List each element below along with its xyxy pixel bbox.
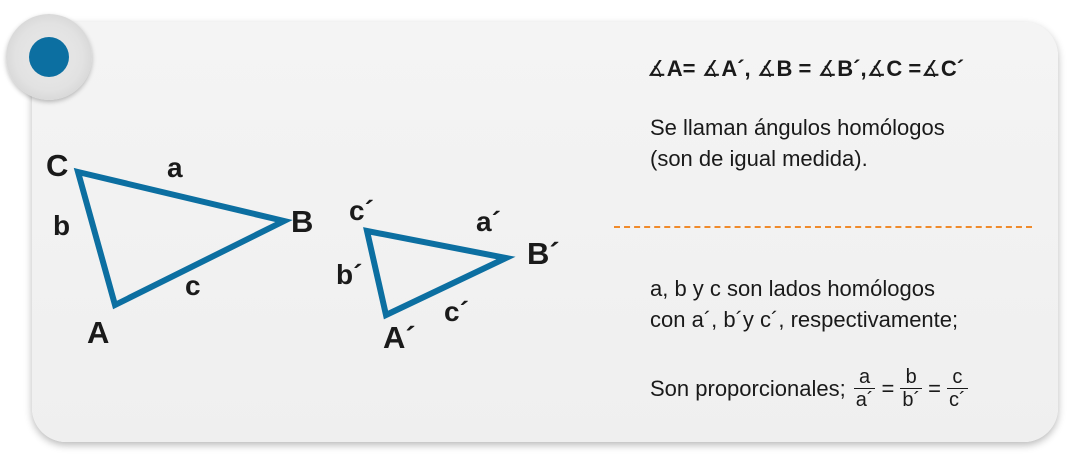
triangles-diagram bbox=[73, 167, 516, 320]
angle-c-left: C = bbox=[886, 56, 922, 81]
dot-icon bbox=[29, 37, 69, 77]
angle-b-right: B´, bbox=[837, 56, 867, 81]
small-vertex-a-label: A´ bbox=[383, 320, 416, 355]
vertex-a-label: A bbox=[87, 315, 110, 350]
fraction-b-num: b bbox=[905, 366, 917, 388]
content-card bbox=[32, 22, 1058, 442]
sides-line-2: con a´, b´y c´, respectivamente; bbox=[650, 307, 959, 332]
angle-icon: ∡ bbox=[817, 56, 838, 81]
equals-sign: = bbox=[928, 375, 941, 401]
side-a-label: a bbox=[167, 152, 183, 183]
small-side-b-label: b´ bbox=[336, 259, 363, 290]
small-side-a-label: a´ bbox=[476, 206, 501, 237]
angle-equalities: ∡A= ∡A´, ∡B = ∡B´,∡C =∡C´ bbox=[647, 56, 964, 82]
fraction-c: c c´ bbox=[947, 366, 968, 411]
sides-description: a, b y c son lados homólogos con a´, b´y… bbox=[650, 273, 958, 335]
fraction-a-den: a´ bbox=[853, 388, 876, 411]
vertex-c-label: C bbox=[46, 148, 69, 183]
side-b-label: b bbox=[53, 210, 71, 241]
small-side-c-label: c´ bbox=[444, 296, 469, 327]
side-c-label: c bbox=[185, 270, 201, 301]
angle-icon: ∡ bbox=[921, 56, 941, 81]
angle-icon: ∡ bbox=[701, 56, 722, 81]
angle-b-left: B = bbox=[776, 56, 812, 81]
fraction-a-num: a bbox=[859, 366, 871, 388]
angles-line-1: Se llaman ángulos homólogos bbox=[650, 115, 945, 140]
small-vertex-c-label: c´ bbox=[349, 195, 374, 226]
ratio-label: Son proporcionales; bbox=[650, 375, 846, 401]
proportion-row: Son proporcionales; a a´ = b b´ = c c´ bbox=[650, 366, 970, 411]
small-vertex-b-label: B´ bbox=[527, 236, 560, 271]
small-triangle bbox=[363, 227, 516, 320]
big-triangle bbox=[73, 167, 293, 310]
angle-icon: ∡ bbox=[647, 56, 667, 81]
fraction-c-den: c´ bbox=[947, 388, 968, 411]
angle-a-right: A´, bbox=[721, 56, 751, 81]
fraction-b-den: b´ bbox=[900, 388, 923, 411]
angle-icon: ∡ bbox=[756, 56, 777, 81]
angle-icon: ∡ bbox=[866, 56, 887, 81]
sides-line-1: a, b y c son lados homólogos bbox=[650, 276, 935, 301]
angles-line-2: (son de igual medida). bbox=[650, 146, 868, 171]
blue-dot-badge-icon bbox=[6, 14, 92, 100]
fraction-a: a a´ bbox=[853, 366, 876, 411]
dashed-divider bbox=[614, 226, 1032, 228]
equals-sign: = bbox=[881, 375, 895, 401]
angle-c-right: C´ bbox=[940, 56, 965, 81]
fraction-b: b b´ bbox=[900, 366, 923, 411]
angles-description: Se llaman ángulos homólogos (son de igua… bbox=[650, 112, 945, 174]
fraction-c-num: c bbox=[952, 366, 963, 388]
angle-a-left: A= bbox=[666, 56, 696, 81]
vertex-b-label: B bbox=[291, 204, 314, 239]
